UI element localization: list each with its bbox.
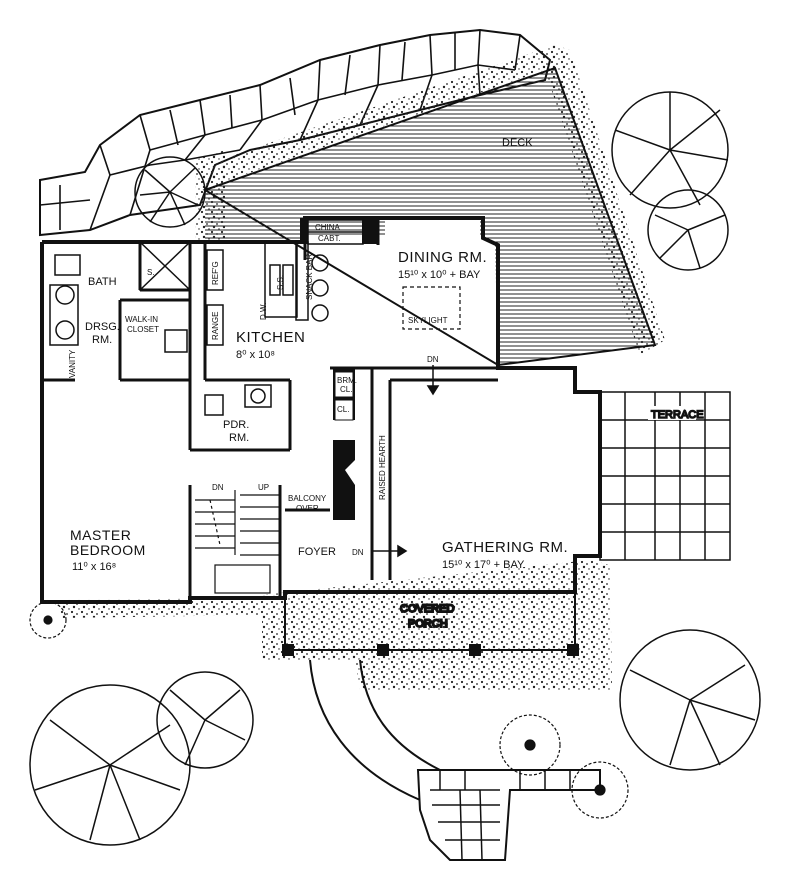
master-dim: 11⁰ x 16⁸ bbox=[72, 561, 116, 573]
ss-label: S.S. bbox=[276, 275, 285, 290]
china-label: CHINA bbox=[315, 223, 341, 232]
bath-fixtures bbox=[49, 241, 191, 353]
dining-label: DINING RM. bbox=[398, 249, 487, 266]
bedroom-label: BEDROOM bbox=[70, 542, 146, 558]
brm-label: BRM. bbox=[337, 376, 357, 385]
kitchen-fixtures bbox=[206, 219, 364, 346]
refg-label: REF'G bbox=[211, 261, 220, 285]
kitchen-label: KITCHEN bbox=[236, 329, 305, 346]
pdr-label-2: RM. bbox=[229, 432, 249, 444]
pdr-label: PDR. bbox=[223, 419, 249, 431]
drsg-label-2: RM. bbox=[92, 334, 112, 346]
closet-label: CLOSET bbox=[127, 325, 159, 334]
over-label: OVER bbox=[296, 504, 319, 513]
porch-label-2: PORCH bbox=[408, 618, 448, 630]
shower-label: S. bbox=[147, 268, 155, 277]
up-stair-label: UP bbox=[258, 483, 269, 492]
dw-label: D.W. bbox=[259, 303, 268, 320]
walkin-label: WALK-IN bbox=[125, 315, 158, 324]
gathering-dim: 15¹⁰ x 17⁰ + BAY bbox=[442, 559, 525, 571]
terrace-label: TERRACE bbox=[651, 409, 704, 421]
porch-label-1: COVERED bbox=[400, 603, 454, 615]
kitchen-dim: 8⁰ x 10⁸ bbox=[236, 349, 275, 361]
dining-dim: 15¹⁰ x 10⁰ + BAY bbox=[398, 269, 481, 281]
skylight-label: SKYLIGHT bbox=[408, 316, 448, 325]
room-labels: CHINA CABT. DINING RM. 15¹⁰ x 10⁰ + BAY … bbox=[68, 223, 568, 573]
vanity-label: VANITY bbox=[68, 349, 77, 378]
dn-stair-label: DN bbox=[212, 483, 224, 492]
stairs bbox=[195, 490, 280, 594]
brm-cl-label: CL. bbox=[340, 385, 352, 394]
front-steps bbox=[416, 769, 601, 861]
balcony-label: BALCONY bbox=[288, 494, 327, 503]
drsg-label: DRSG. bbox=[85, 321, 120, 333]
master-label: MASTER bbox=[70, 527, 131, 543]
foyer-label: FOYER bbox=[298, 546, 336, 558]
stone-wall-icon bbox=[39, 28, 552, 237]
dn-foyer-label: DN bbox=[352, 548, 364, 557]
direction-arrows bbox=[372, 365, 440, 558]
terrace: TERRACE bbox=[599, 391, 731, 561]
cl-label: CL. bbox=[337, 405, 349, 414]
raised-hearth-label: RAISED HEARTH bbox=[378, 435, 387, 500]
range-label: RANGE bbox=[211, 312, 220, 340]
tree-icon bbox=[29, 91, 761, 846]
dn-dining-label: DN bbox=[427, 355, 439, 364]
skylight-outline bbox=[402, 286, 461, 330]
pdr-fixtures bbox=[204, 384, 272, 416]
snack-bar-label: SNACK BAR bbox=[305, 254, 314, 300]
cabt-label: CABT. bbox=[318, 234, 341, 243]
gathering-label: GATHERING RM. bbox=[442, 539, 568, 556]
shrub-icon bbox=[29, 601, 629, 819]
covered-porch: COVERED PORCH bbox=[282, 591, 579, 656]
deck-label: DECK bbox=[502, 137, 533, 149]
bath-label: BATH bbox=[88, 276, 117, 288]
walkway bbox=[309, 659, 441, 801]
